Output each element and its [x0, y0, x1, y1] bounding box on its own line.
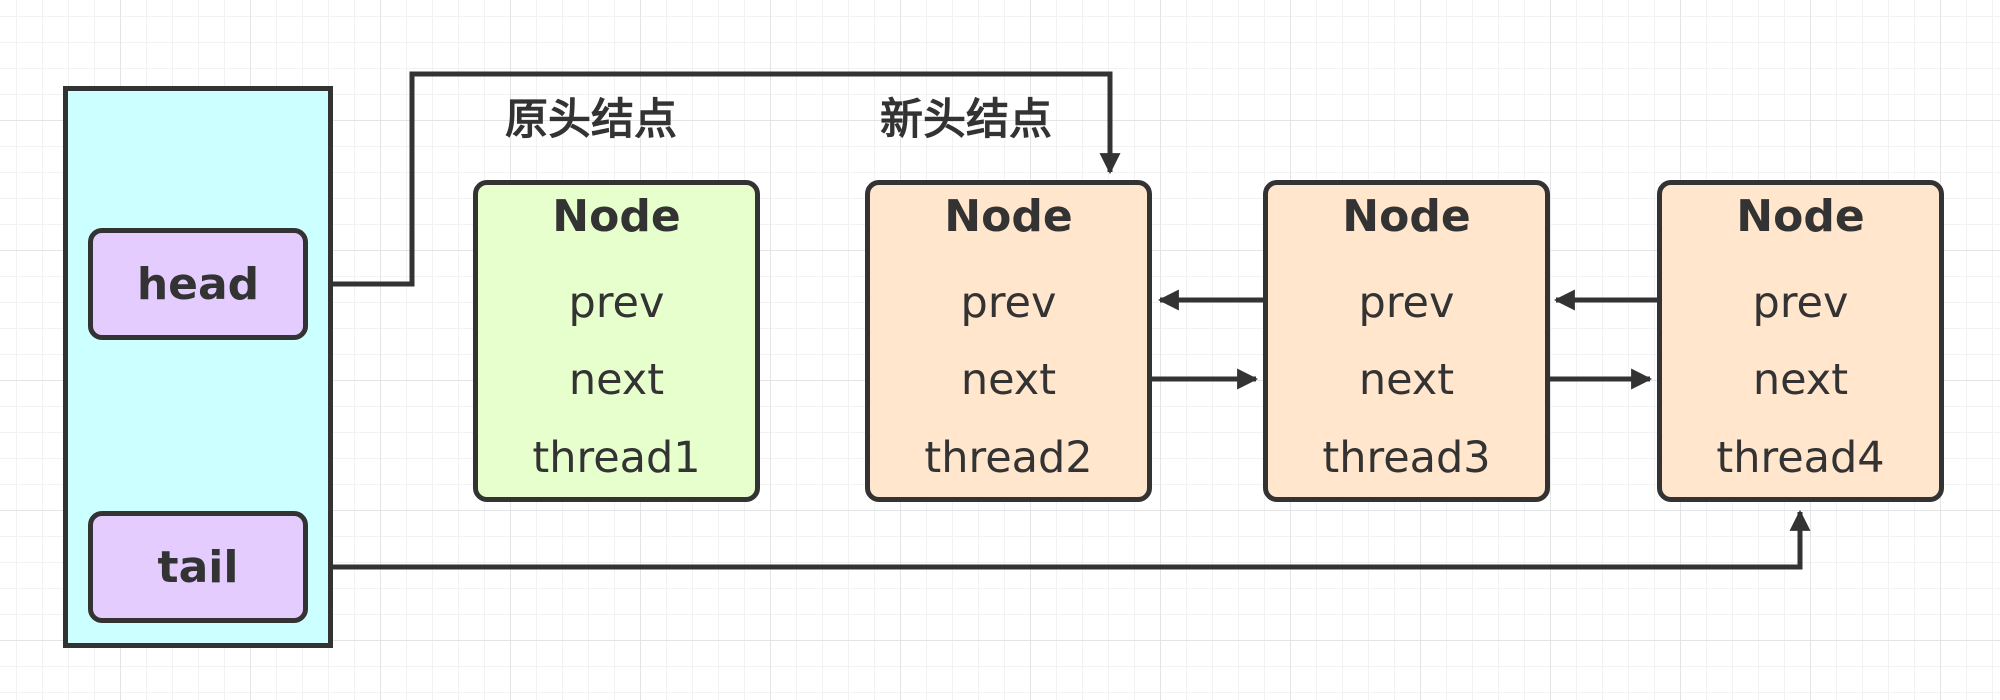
node-title: Node — [944, 191, 1073, 242]
node-thread3: Node prev next thread3 — [1263, 180, 1550, 502]
node-next-field: next — [568, 355, 665, 405]
node-prev-field: prev — [1752, 278, 1849, 328]
new-head-caption: 新头结点 — [880, 95, 1052, 145]
head-pointer-box: head — [88, 228, 308, 340]
tail-pointer-box: tail — [88, 511, 308, 623]
node-thread-field: thread4 — [1716, 433, 1885, 483]
old-head-caption: 原头结点 — [505, 95, 677, 145]
node-thread-field: thread1 — [532, 433, 701, 483]
node-title: Node — [1736, 191, 1865, 242]
node-thread-field: thread3 — [1322, 433, 1491, 483]
node-prev-field: prev — [960, 278, 1057, 328]
node-title: Node — [552, 191, 681, 242]
node-title: Node — [1342, 191, 1471, 242]
node-next-field: next — [1752, 355, 1849, 405]
node-prev-field: prev — [1358, 278, 1455, 328]
node-thread4: Node prev next thread4 — [1657, 180, 1944, 502]
head-pointer-arrow — [308, 71, 1121, 287]
node-prev-field: prev — [568, 278, 665, 328]
head-label: head — [136, 258, 260, 310]
node-thread1: Node prev next thread1 — [473, 180, 760, 502]
tail-label: tail — [157, 541, 239, 593]
node-next-field: next — [1358, 355, 1455, 405]
node-next-field: next — [960, 355, 1057, 405]
node-thread2: Node prev next thread2 — [865, 180, 1152, 502]
node-thread-field: thread2 — [924, 433, 1093, 483]
tail-pointer-arrow — [308, 509, 1811, 570]
